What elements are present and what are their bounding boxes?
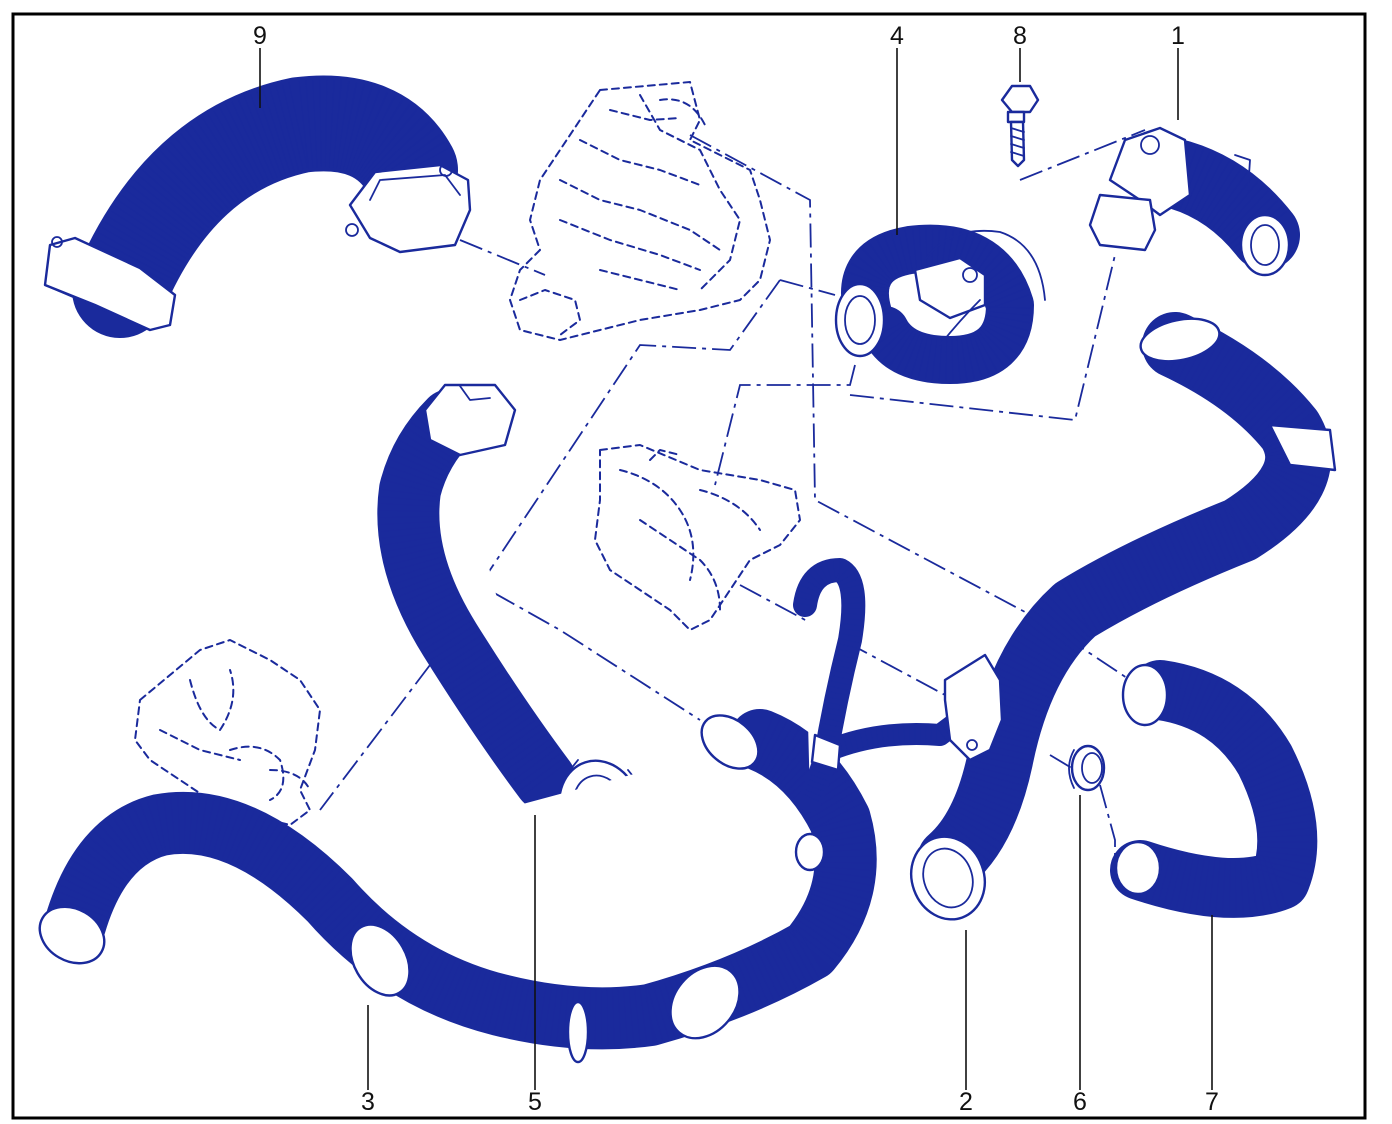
callout-1: 1 — [1171, 22, 1185, 50]
callout-leaders — [259, 48, 1213, 1090]
ghost-water-outlet — [594, 444, 801, 631]
callout-6: 6 — [1073, 1088, 1087, 1116]
part-2-lower-radiator-hose — [910, 312, 1337, 921]
part-1-connector — [1088, 126, 1300, 277]
callout-7: 7 — [1205, 1088, 1219, 1116]
part-3-lower-hose — [38, 709, 877, 1064]
diagram-frame — [11, 12, 1367, 1120]
callout-2: 2 — [959, 1088, 973, 1116]
part-4-elbow-hose — [834, 224, 1046, 384]
ghost-intake-manifold — [509, 81, 771, 341]
callout-9: 9 — [253, 22, 267, 50]
callout-8: 8 — [1013, 22, 1027, 50]
callout-4: 4 — [890, 22, 904, 50]
part-6-grommet — [1068, 744, 1106, 792]
part-7-u-hose — [1110, 660, 1318, 918]
part-8-bolt — [1000, 84, 1040, 168]
heater-breather-hose — [793, 558, 1004, 812]
callout-3: 3 — [361, 1088, 375, 1116]
callout-labels: 9 4 8 1 3 5 2 6 7 — [253, 22, 1219, 1116]
part-9-air-duct — [43, 75, 472, 338]
callout-5: 5 — [528, 1088, 542, 1116]
ghost-thermostat-housing — [134, 639, 321, 826]
